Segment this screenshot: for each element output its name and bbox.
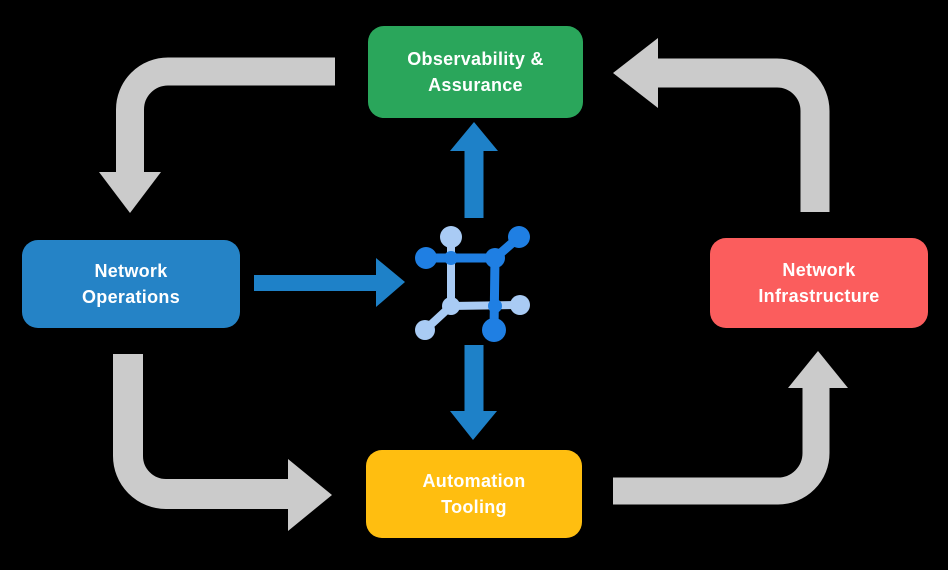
arrow-center-to-observability (450, 122, 498, 218)
node-label-network-operations: Network Operations (81, 261, 181, 307)
arrow-head-down-icon (99, 172, 161, 213)
node-observability-assurance: Observability & Assurance (368, 26, 583, 118)
arrow-head-up-icon (450, 122, 498, 151)
arrow-head-right-icon (376, 258, 405, 307)
arrow-head-left-icon (613, 38, 658, 108)
arrow-shaft (113, 354, 290, 509)
node-label-automation-tooling: Automation Tooling (422, 471, 526, 517)
arrow-center-to-automation (450, 345, 497, 440)
node-automation-tooling: Automation Tooling (366, 450, 582, 538)
arrow-automation-to-infrastructure (613, 351, 848, 505)
arrow-head-down-icon (450, 411, 497, 440)
arrow-shaft (116, 57, 335, 172)
arrow-shaft (658, 58, 830, 212)
icon-dark-layer (415, 226, 530, 342)
arrow-observability-to-operations (99, 57, 335, 213)
arrow-infrastructure-to-observability (613, 38, 830, 212)
arrow-operations-to-center (254, 258, 405, 307)
arrow-shaft (613, 388, 830, 505)
arrow-head-right-icon (288, 459, 332, 531)
arrow-operations-to-automation (113, 354, 332, 531)
node-label-observability: Observability & Assurance (407, 49, 544, 95)
icon-light-layer (415, 226, 530, 340)
node-network-infrastructure: Network Infrastructure (710, 238, 928, 328)
network-automation-icon (415, 226, 530, 342)
node-network-operations: Network Operations (22, 240, 240, 328)
node-label-network-infrastructure: Network Infrastructure (758, 260, 880, 306)
arrow-head-up-icon (788, 351, 848, 388)
